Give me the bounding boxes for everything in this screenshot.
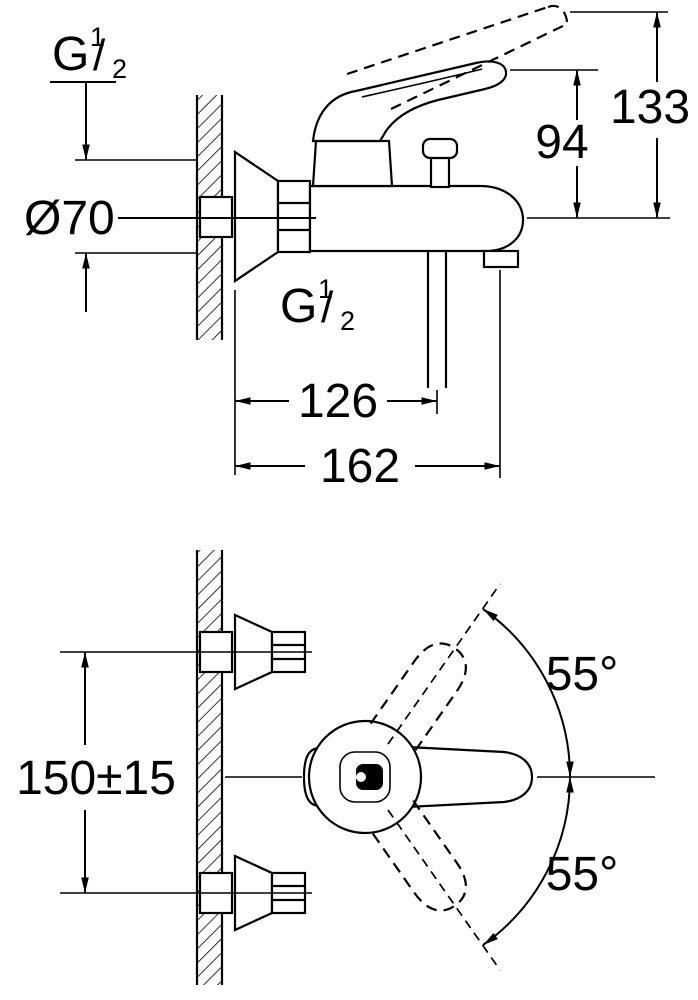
- wall-hatch-front: [197, 550, 222, 985]
- escutcheon-diameter-label: Ø70: [24, 192, 115, 245]
- mixer-body-front: [302, 642, 534, 912]
- outlet-thread-label: G: [280, 280, 317, 333]
- angle-down-label: 55°: [546, 848, 619, 901]
- dim-height-133: 133: [570, 11, 690, 218]
- dim-depth-162: 162: [235, 270, 501, 493]
- depth-126-label: 126: [298, 375, 378, 428]
- cartridge-housing: [311, 139, 394, 188]
- angle-construction-lines: [387, 583, 501, 971]
- hub-inner-face: [339, 751, 391, 803]
- wall-thread-numerator: 1: [90, 22, 105, 52]
- hub-logo-mark: [356, 764, 383, 790]
- hub-logo-notch: [356, 772, 366, 782]
- shower-hose-connection: [426, 251, 448, 388]
- wall-thread-denominator: 2: [112, 54, 127, 84]
- front-view: 55° 55° 150±15: [16, 550, 655, 985]
- mixer-body-side: [118, 4, 569, 388]
- label-outlet-thread: G 1 / 2: [280, 274, 355, 336]
- angle-up-label: 55°: [546, 648, 619, 701]
- height-133-label: 133: [610, 81, 690, 134]
- dim-mounting-centers: 150±15: [16, 652, 176, 893]
- handle-edge-line: [361, 68, 483, 98]
- outlet-thread-denominator: 2: [340, 306, 355, 336]
- dim-height-94: 94: [510, 69, 670, 219]
- wall-thread-slash: /: [93, 31, 106, 80]
- depth-162-label: 162: [320, 440, 400, 493]
- side-view: G 1 / 2 Ø70 94 133: [24, 4, 690, 493]
- hex-nut: [276, 179, 312, 254]
- diverter-knob: [421, 137, 459, 189]
- body-outline: [308, 184, 525, 253]
- wall-section-front: [195, 550, 224, 985]
- wall-thread-label: G: [52, 28, 89, 81]
- union-center-lines: [60, 651, 312, 894]
- outlet-thread-numerator: 1: [318, 274, 333, 304]
- dim-angle-down: 55°: [482, 776, 619, 946]
- dim-depth-126: 126: [234, 290, 438, 475]
- dim-wall-thread: G 1 / 2: [50, 22, 127, 160]
- wall-union: [198, 149, 312, 284]
- raised-handle-dashed: [346, 4, 569, 110]
- dim-escutcheon-diameter: Ø70: [24, 159, 196, 312]
- height-94-label: 94: [535, 116, 588, 169]
- outlet-thread-slash: /: [321, 283, 334, 332]
- dim-angle-up: 55°: [482, 608, 619, 778]
- mounting-centers-label: 150±15: [16, 752, 176, 805]
- escutcheon-cone: [233, 149, 280, 284]
- aerator-outlet: [482, 249, 520, 269]
